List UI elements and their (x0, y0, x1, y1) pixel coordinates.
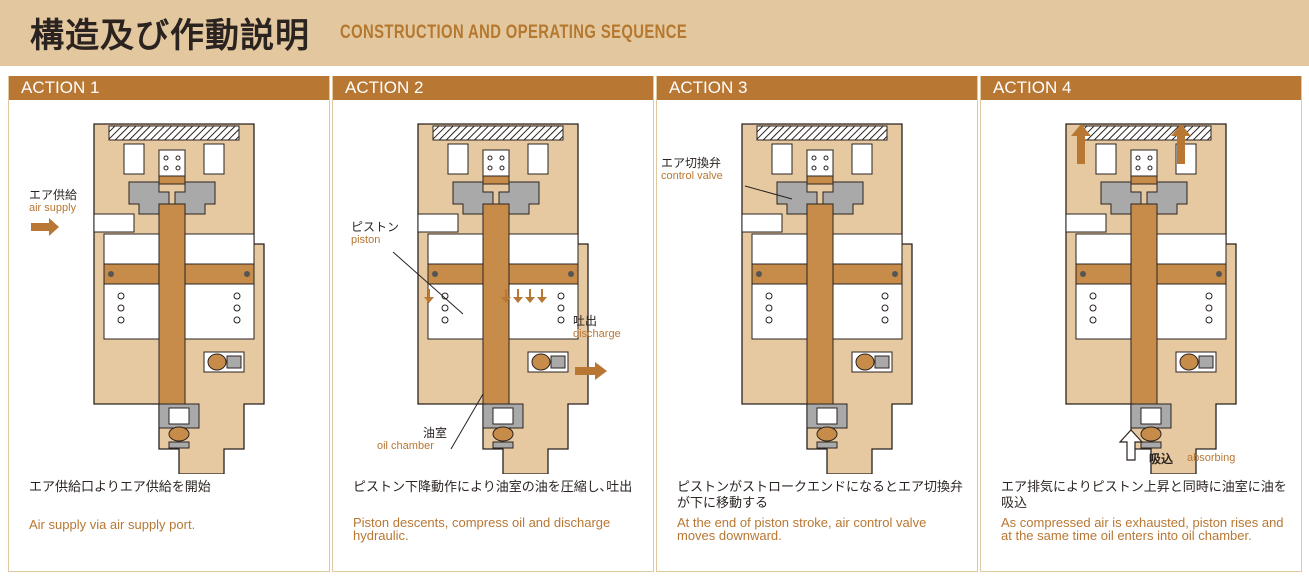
label-piston-jp: ピストン (351, 220, 400, 234)
action-panel-1: ACTION 1 エア供給 air supply エア供給口よりエア供給を開始 … (8, 76, 330, 572)
description-en: Air supply via air supply port. (29, 517, 196, 532)
panel-title: ACTION 3 (657, 76, 977, 100)
label-piston-en: piston (351, 234, 381, 246)
panel-title: ACTION 1 (9, 76, 329, 100)
description-jp: エア供給口よりエア供給を開始 (29, 480, 211, 495)
action-panel-2: ACTION 2 ピストン piston 吐出 discharge 油室 oil… (332, 76, 654, 572)
label-discharge-jp: 吐出 (573, 314, 598, 328)
label-absorbing-jp: 吸込 (1149, 452, 1174, 466)
description-jp: ピストン下降動作により油室の油を圧縮し､吐出 (353, 480, 633, 495)
piston-leader (392, 251, 464, 315)
description-en: Piston descents, compress oil and discha… (353, 515, 611, 543)
schematic-diagram (31, 123, 265, 474)
oil-chamber-leader (450, 393, 484, 450)
absorbing-arrow (1118, 429, 1144, 461)
description-en: At the end of piston stroke, air control… (677, 515, 927, 543)
description-jp: ピストンがストロークエンドになるとエア切換弁が下に移動する (677, 480, 964, 511)
page-title: 構造及び作動説明 (30, 16, 310, 56)
header-bar: 構造及び作動説明 CONSTRUCTION AND OPERATING SEQU… (0, 0, 1309, 66)
schematic-diagram (741, 123, 913, 474)
page-subtitle: CONSTRUCTION AND OPERATING SEQUENCE (340, 22, 688, 43)
label-air-supply-jp: エア供給 (29, 188, 78, 202)
label-absorbing-en: absorbing (1187, 452, 1236, 464)
description-jp: エア排気によりピストン上昇と同時に油室に油を吸込 (1001, 480, 1287, 511)
label-control-valve-en: control valve (661, 170, 723, 182)
label-oil-chamber-jp: 油室 (423, 426, 448, 440)
panel-title: ACTION 2 (333, 76, 653, 100)
schematic-diagram (1065, 123, 1237, 474)
action-panel-3: ACTION 3 エア切換弁 control valve ピストンがストロークエ… (656, 76, 978, 572)
exhaust-arrows (1071, 124, 1191, 164)
pressure-arrows (424, 289, 547, 303)
label-air-supply-en: air supply (29, 202, 77, 214)
action-panel-4: ACTION 4 吸込 absorbing エア排気によりピストン上昇と同時に油… (980, 76, 1302, 572)
panel-title: ACTION 4 (981, 76, 1301, 100)
label-oil-chamber-en: oil chamber (377, 440, 434, 452)
air-supply-arrow (31, 218, 59, 236)
discharge-arrow (575, 362, 607, 380)
description-en: As compressed air is exhausted, piston r… (1001, 515, 1284, 543)
label-discharge-en: discharge (573, 328, 621, 340)
control-valve-leader (744, 185, 793, 200)
label-control-valve-jp: エア切換弁 (661, 156, 722, 170)
schematic-diagram (392, 123, 607, 474)
